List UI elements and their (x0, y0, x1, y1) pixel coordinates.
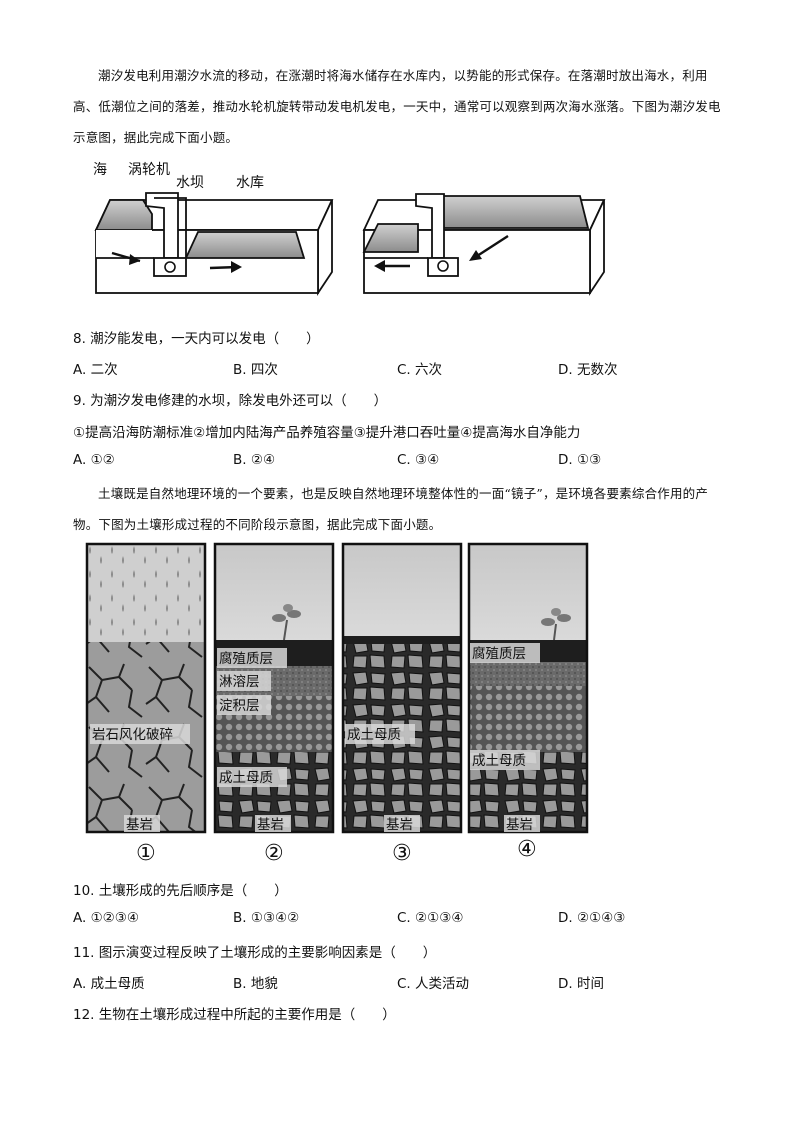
panel2-label-parent: 成土母质 (219, 770, 273, 786)
question-9: 9. 为潮汐发电修建的水坝，除发电外还可以（ ） (73, 393, 388, 409)
soil-passage: 土壤既是自然地理环境的一个要素，也是反映自然地理环境整体性的一面“镜子”，是环境… (73, 486, 709, 532)
q9-option-b[interactable]: B. ②④ (233, 452, 276, 468)
panel2-label-illuvial: 淀积层 (219, 698, 260, 714)
question-11: 11. 图示演变过程反映了土壤形成的主要影响因素是（ ） (73, 945, 437, 961)
panel4-number: ④ (517, 837, 537, 862)
flood-tide-block (94, 192, 334, 296)
q10-option-b[interactable]: B. ①③④② (233, 910, 300, 926)
q10-option-d[interactable]: D. ②①④③ (558, 910, 626, 926)
question-10: 10. 土壤形成的先后顺序是（ ） (73, 883, 288, 899)
q11-option-a[interactable]: A. 成土母质 (73, 976, 145, 992)
soil-panel-4: 腐殖质层 成土母质 基岩 ④ (467, 542, 589, 862)
q11-option-c[interactable]: C. 人类活动 (397, 976, 470, 992)
q9-statements: ①提高沿海防潮标准②增加内陆海产品养殖容量③提升港口吞吐量④提高海水自净能力 (73, 425, 581, 441)
q10-option-a[interactable]: A. ①②③④ (73, 910, 139, 926)
panel3-number: ③ (392, 841, 412, 866)
q8-option-c[interactable]: C. 六次 (397, 362, 443, 378)
panel4-label-humus: 腐殖质层 (472, 645, 526, 662)
q8-option-d[interactable]: D. 无数次 (558, 362, 618, 378)
q10-option-c[interactable]: C. ②①③④ (397, 910, 464, 926)
q11-option-b[interactable]: B. 地貌 (233, 976, 278, 992)
panel1-label-bedrock: 基岩 (126, 816, 153, 833)
sprout-icon (541, 608, 571, 641)
soil-panel-1: 岩石风化破碎 基岩 ① (85, 542, 207, 866)
q8-option-a[interactable]: A. 二次 (73, 362, 118, 378)
soil-panel-3: 成土母质 基岩 ③ (341, 542, 463, 866)
panel4-label-bedrock: 基岩 (506, 816, 533, 833)
panel2-label-bedrock: 基岩 (257, 816, 284, 833)
soil-panel-2: 腐殖质层 淋溶层 淀积层 成土母质 基岩 ② (213, 542, 335, 866)
label-turbine: 涡轮机 (128, 162, 170, 178)
q9-option-d[interactable]: D. ①③ (558, 452, 602, 468)
label-dam: 水坝 (176, 175, 204, 191)
panel2-label-eluvial: 淋溶层 (219, 674, 260, 690)
q8-option-b[interactable]: B. 四次 (233, 362, 278, 378)
tidal-passage: 潮汐发电利用潮汐水流的移动，在涨潮时将海水储存在水库内，以势能的形式保存。在落潮… (73, 68, 721, 145)
q9-option-a[interactable]: A. ①② (73, 452, 115, 468)
panel2-label-humus: 腐殖质层 (219, 650, 273, 667)
question-12: 12. 生物在土壤形成过程中所起的主要作用是（ ） (73, 1007, 396, 1023)
q9-option-c[interactable]: C. ③④ (397, 452, 440, 468)
label-weathering: 岩石风化破碎 (92, 727, 173, 743)
panel4-label-parent: 成土母质 (472, 753, 526, 769)
ebb-tide-block (362, 193, 606, 296)
q11-option-d[interactable]: D. 时间 (558, 976, 604, 992)
sprout-icon (272, 604, 301, 641)
label-reservoir: 水库 (236, 175, 264, 191)
label-sea: 海 (93, 162, 107, 178)
tidal-power-diagram: 海 涡轮机 水坝 水库 (93, 162, 606, 296)
panel2-number: ② (264, 841, 284, 866)
panel1-number: ① (136, 841, 156, 866)
panel3-label-bedrock: 基岩 (386, 816, 413, 833)
question-8: 8. 潮汐能发电，一天内可以发电（ ） (73, 331, 320, 347)
panel3-label-parent: 成土母质 (347, 727, 401, 743)
soil-formation-diagram: 岩石风化破碎 基岩 ① 腐殖质层 淋溶层 淀积层 成土母质 基岩 ② (85, 542, 589, 866)
